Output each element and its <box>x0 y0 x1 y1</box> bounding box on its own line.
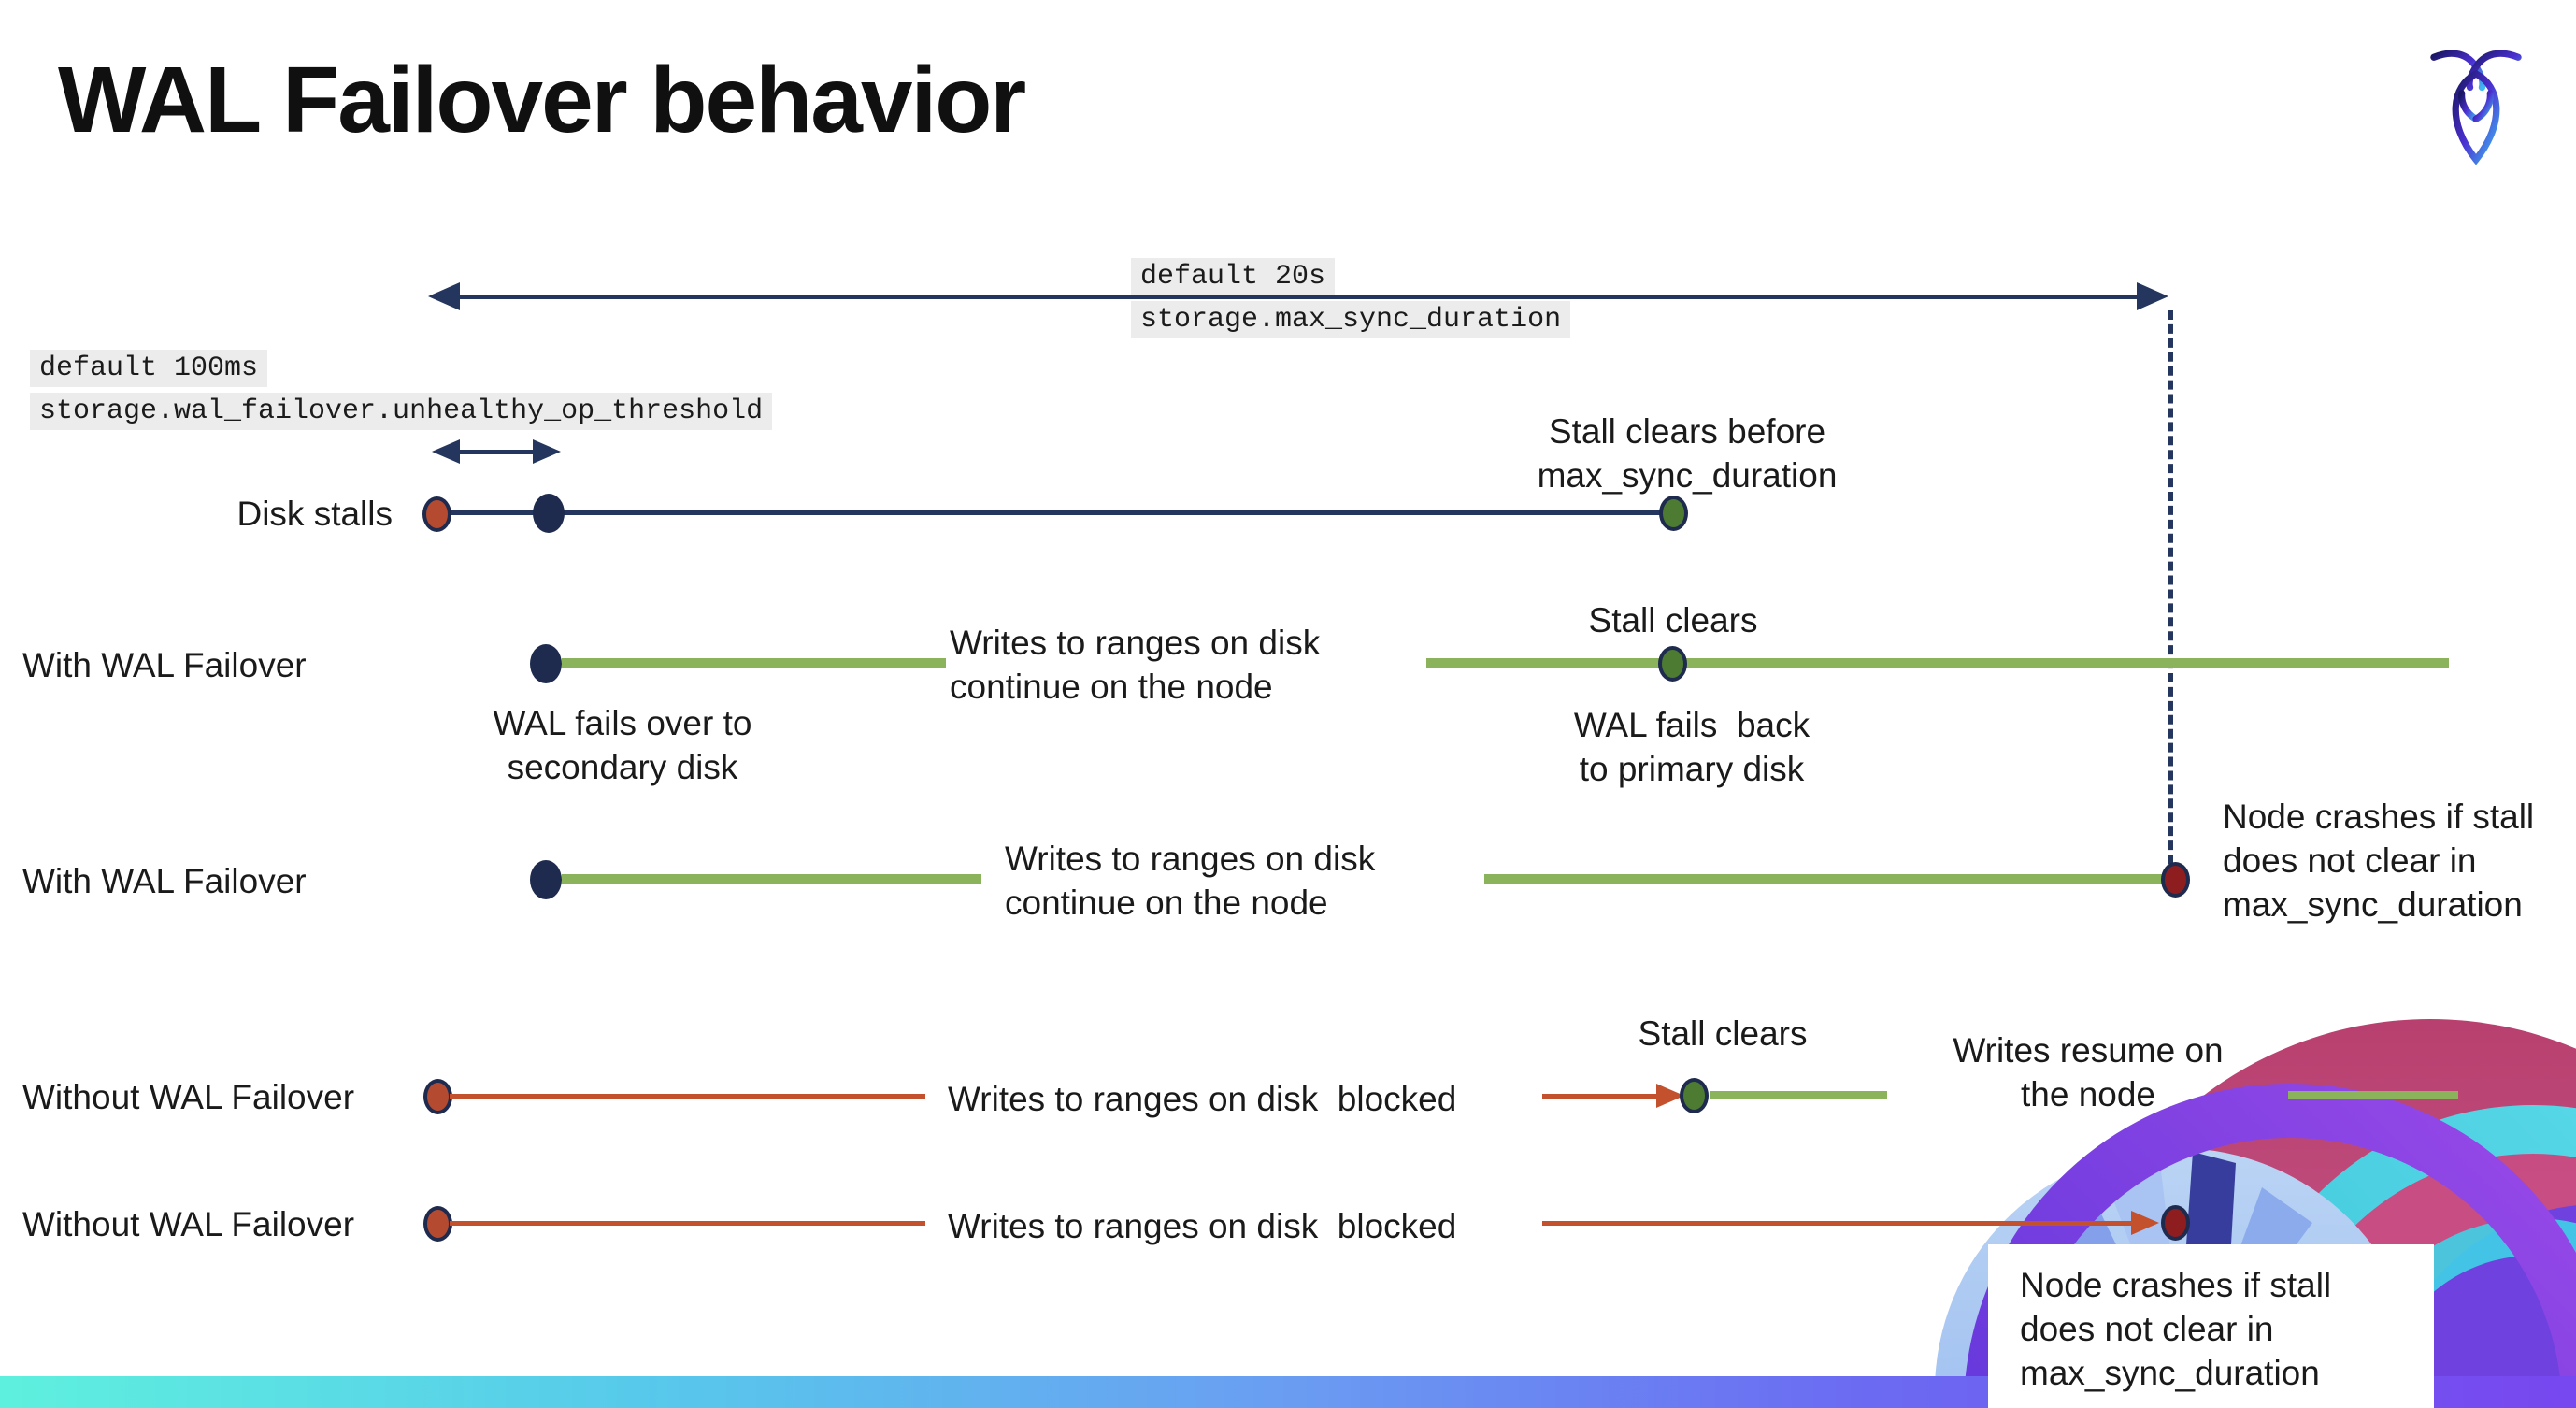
stall-clear-dot-2 <box>1658 646 1687 682</box>
threshold-arrowhead-right-icon <box>533 439 561 464</box>
node-crash-dot-2 <box>2161 1205 2190 1241</box>
stall-clear-dot <box>1659 496 1688 531</box>
node-crashes-annotation-2: Node crashes if stall does not clear in … <box>2020 1266 2332 1392</box>
writes-continue-annotation-2: Writes to ranges on disk continue on the… <box>1005 840 1376 922</box>
row-label-without-wal-failover-2: Without WAL Failover <box>22 1205 355 1243</box>
max-sync-deadline-dashed-line <box>2168 310 2173 864</box>
page-title: WAL Failover behavior <box>58 48 1026 152</box>
failover-dot-2 <box>530 860 562 899</box>
disk-stall-timeline <box>436 510 1673 515</box>
writes-blocked2-line-b <box>1542 1221 2137 1226</box>
threshold-arrowhead-left-icon <box>432 439 460 464</box>
writes-continue-annotation-1: Writes to ranges on disk continue on the… <box>950 624 1321 706</box>
row-label-without-wal-failover-1: Without WAL Failover <box>22 1078 355 1116</box>
stall-clears-annotation-1: Stall clears <box>1588 601 1758 639</box>
writes-blocked-annotation-2: Writes to ranges on disk blocked <box>948 1207 1457 1245</box>
cockroachdb-logo-icon <box>2430 50 2522 165</box>
threshold-reached-dot <box>533 494 565 533</box>
stall-start-dot-2 <box>423 1079 452 1114</box>
failover-dot <box>530 644 562 683</box>
stall-clears-before-annotation: Stall clears before max_sync_duration <box>1537 412 1838 495</box>
row-label-with-wal-failover-1: With WAL Failover <box>22 646 307 684</box>
wal-fails-over-annotation: WAL fails over to secondary disk <box>493 704 752 786</box>
wal-fails-back-annotation: WAL fails back to primary disk <box>1573 706 1810 788</box>
max-sync-arrowhead-left-icon <box>428 282 460 310</box>
stall-start-dot <box>422 496 451 532</box>
row-label-with-wal-failover-2: With WAL Failover <box>22 862 307 900</box>
row-label-disk-stalls: Disk stalls <box>236 495 393 533</box>
max-sync-default-value: default 20s <box>1131 258 1336 295</box>
unhealthy-op-threshold-config-label: default 100ms storage.wal_failover.unhea… <box>30 350 773 430</box>
writes-continue-line-a <box>562 658 946 668</box>
writes-blocked-annotation-1: Writes to ranges on disk blocked <box>948 1080 1457 1118</box>
stall-start-dot-3 <box>423 1206 452 1242</box>
writes-resume-line-b <box>2288 1091 2458 1099</box>
unhealthy-op-setting-name: storage.wal_failover.unhealthy_op_thresh… <box>30 393 773 430</box>
node-crash-dot-1 <box>2161 862 2190 898</box>
writes-resume-line-a <box>1710 1091 1887 1099</box>
writes-blocked-line-a <box>450 1094 925 1099</box>
blocked-arrowhead-icon-2 <box>2131 1211 2159 1235</box>
unhealthy-op-default-value: default 100ms <box>30 350 268 387</box>
max-sync-duration-config-label: default 20s storage.max_sync_duration <box>1131 258 1571 338</box>
writes-resume-annotation: Writes resume on the node <box>1953 1031 2224 1113</box>
max-sync-arrowhead-right-icon <box>2137 282 2168 310</box>
node-crashes-callout-box: Node crashes if stall does not clear in … <box>1988 1244 2434 1408</box>
writes-blocked2-line-a <box>450 1221 925 1226</box>
max-sync-arrow-line <box>458 295 2140 299</box>
writes-continue-line-b <box>1426 658 2449 668</box>
writes-continue2-line-a <box>562 874 981 884</box>
max-sync-setting-name: storage.max_sync_duration <box>1131 301 1571 338</box>
writes-continue2-line-b <box>1484 874 2164 884</box>
threshold-arrow-line <box>456 450 537 454</box>
writes-blocked-line-b <box>1542 1094 1662 1099</box>
stall-clears-annotation-2: Stall clears <box>1638 1014 1808 1053</box>
node-crashes-annotation-1: Node crashes if stall does not clear in … <box>2223 797 2535 924</box>
stall-clear-dot-3 <box>1680 1078 1709 1113</box>
